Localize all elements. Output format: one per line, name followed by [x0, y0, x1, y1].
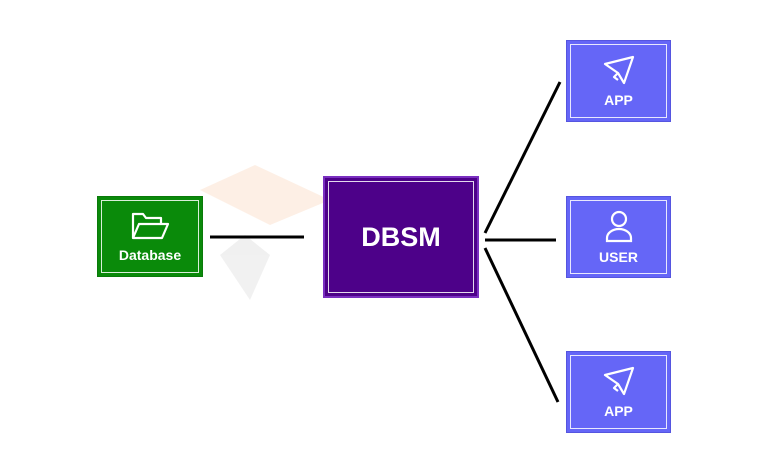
database-label: Database [118, 246, 182, 263]
dbsm-node: DBSM [323, 176, 479, 298]
watermark [200, 165, 330, 300]
user-icon [605, 210, 632, 243]
user-label: USER [599, 249, 638, 265]
app-node-bottom: APP [566, 351, 671, 433]
dbsm-label: DBSM [361, 221, 441, 252]
paper-plane-icon [603, 366, 634, 396]
database-node: Database [97, 196, 203, 277]
app-node-top: APP [566, 40, 671, 122]
paper-plane-icon [603, 55, 634, 85]
connector-dbsm-app-bottom [483, 247, 560, 403]
folder-icon [131, 212, 170, 239]
app-label: APP [604, 92, 633, 108]
app-label: APP [604, 403, 633, 419]
connector-dbsm-app-top [483, 81, 562, 234]
user-node: USER [566, 196, 671, 278]
